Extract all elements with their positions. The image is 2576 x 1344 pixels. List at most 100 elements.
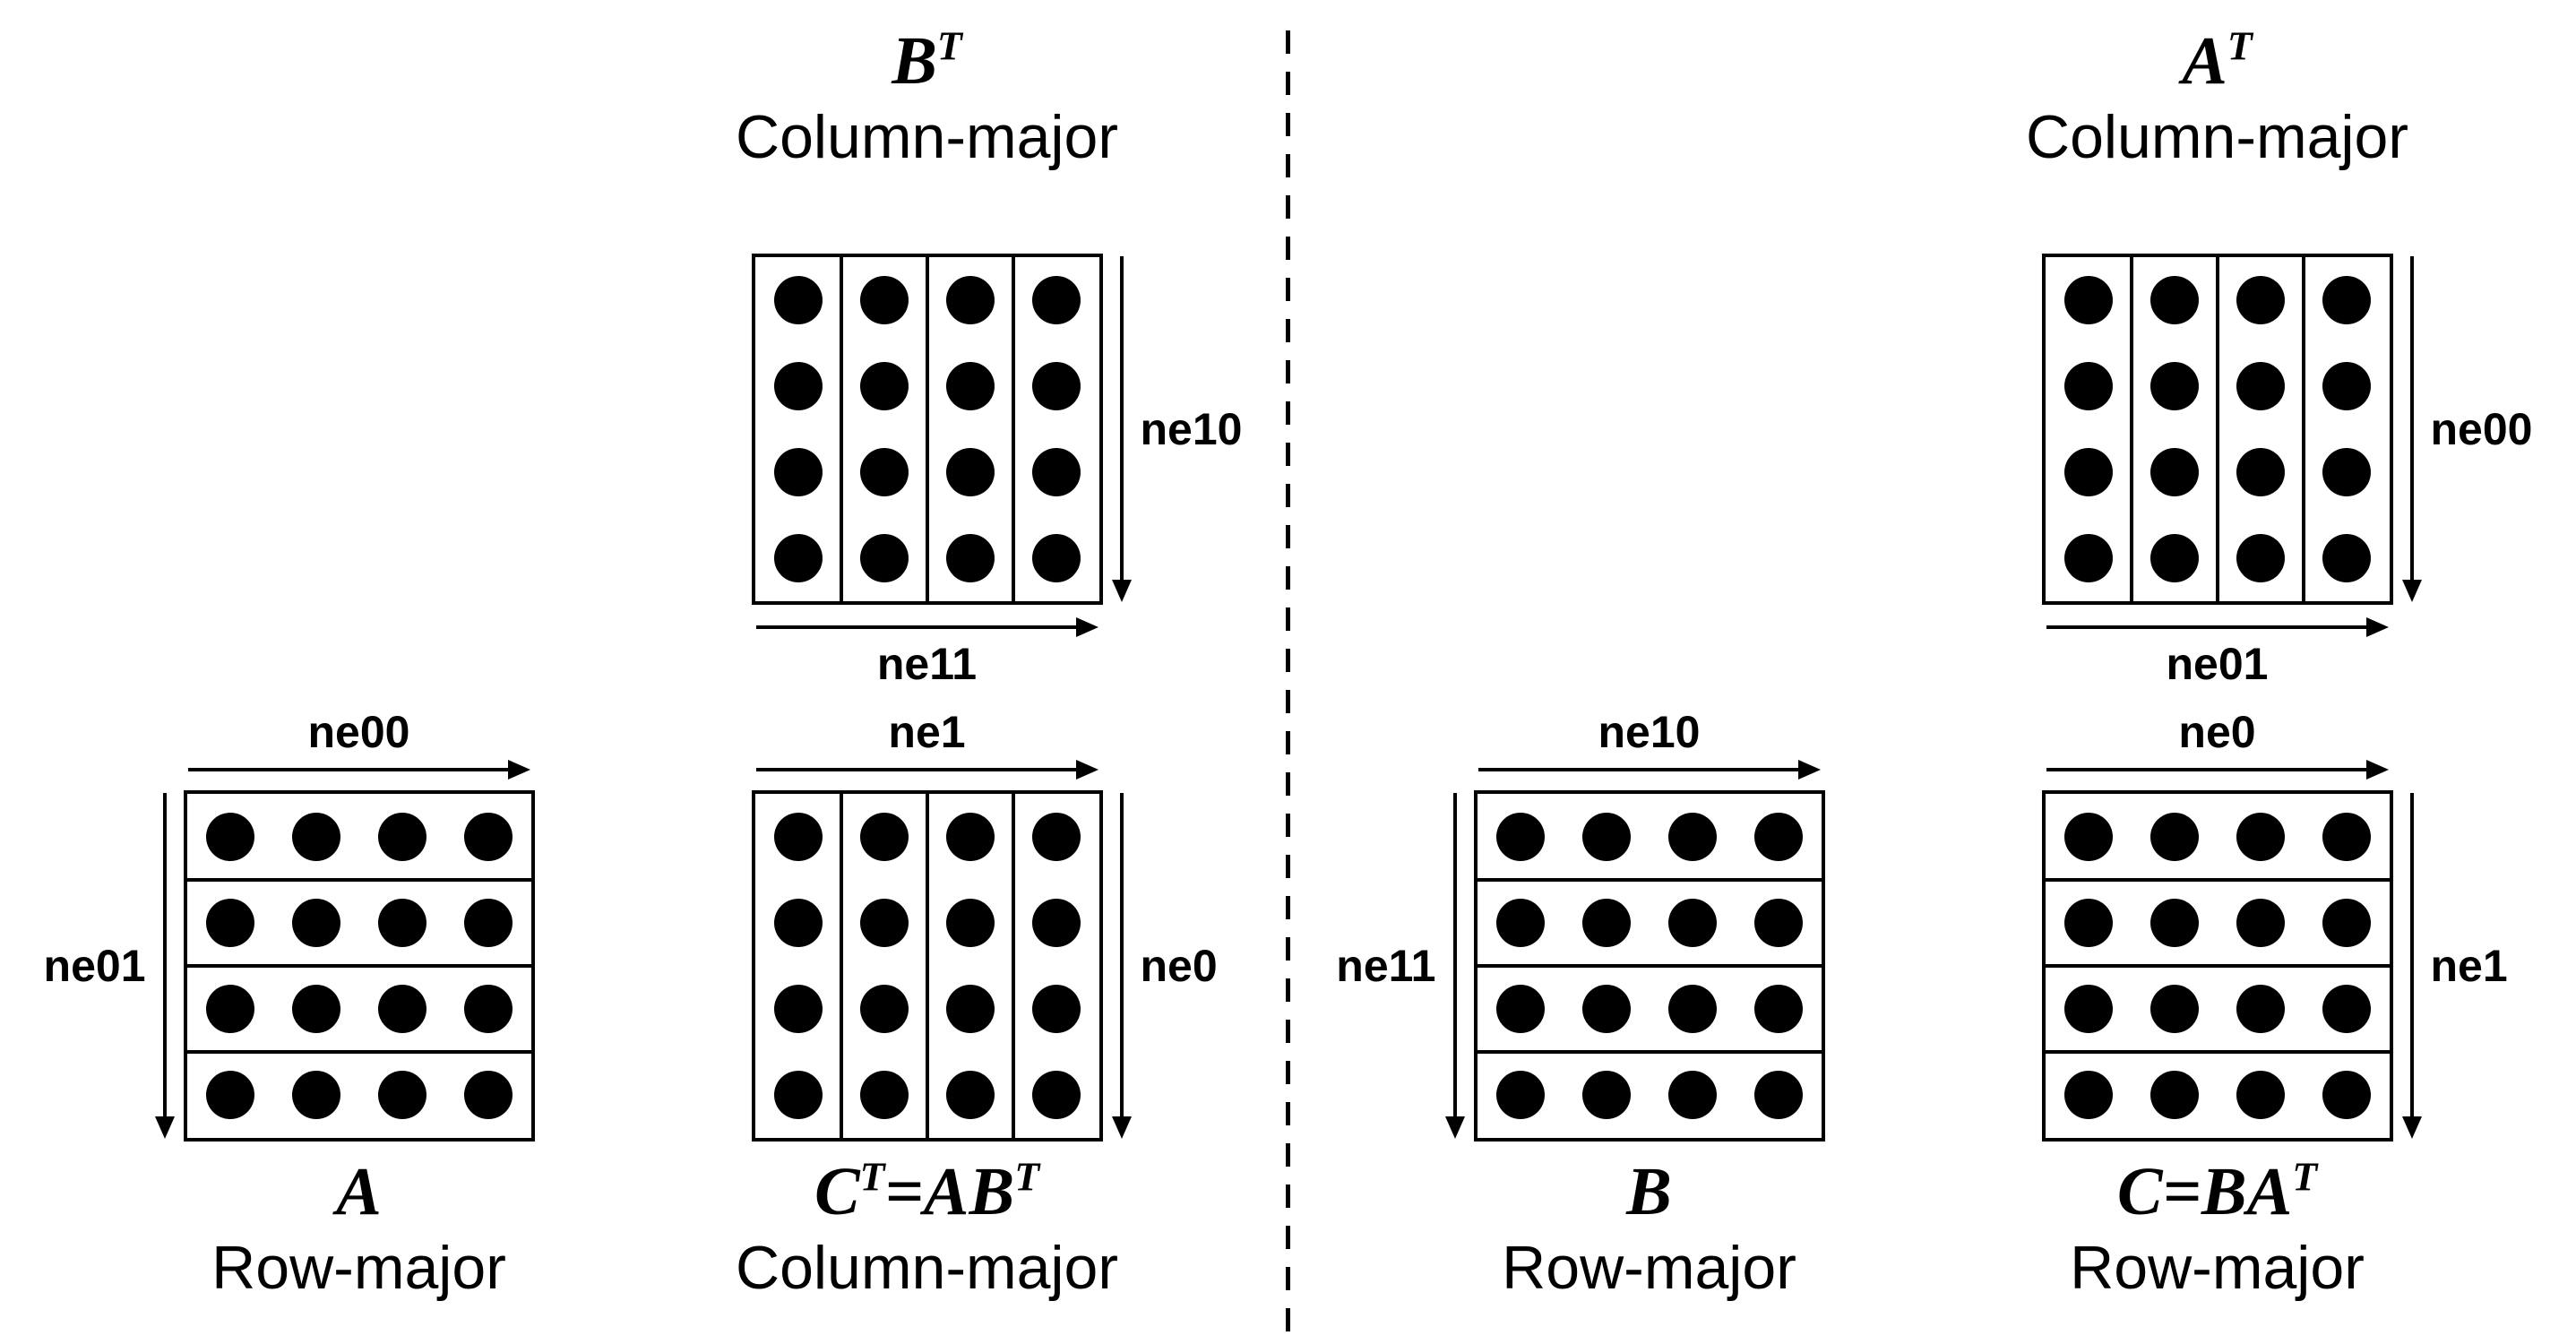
- matrix-dot: [2236, 1070, 2285, 1119]
- dim-label-ne01: ne01: [2166, 638, 2269, 689]
- matrix-dot: [945, 361, 995, 410]
- dot-cell: [2132, 515, 2218, 601]
- dot-cell: [927, 880, 1013, 966]
- dot-cell: [1650, 794, 1736, 880]
- arrow-down-icon: [1444, 792, 1465, 1139]
- dot-cell: [841, 794, 927, 880]
- dot-cell: [359, 1052, 445, 1138]
- dot-cell: [1013, 880, 1099, 966]
- dot-cell: [2046, 1052, 2132, 1138]
- matrix-dot: [2150, 812, 2199, 861]
- dot-grid: [187, 794, 531, 1138]
- matrix-dot: [773, 533, 823, 582]
- matrix-dot: [205, 812, 254, 861]
- dot-cell: [187, 1052, 273, 1138]
- matrix-dot: [1753, 898, 1803, 947]
- arrow-shaft: [1119, 792, 1124, 1116]
- matrix-dot: [773, 898, 823, 947]
- matrix-dot: [1031, 275, 1081, 324]
- matrix-dot: [859, 984, 909, 1033]
- dot-cell: [841, 429, 927, 515]
- matrix-dot: [2322, 898, 2371, 947]
- arrow-right-icon: [2046, 759, 2389, 780]
- matrix-dot: [205, 984, 254, 1033]
- row-divider: [2045, 1049, 2390, 1054]
- math-segment: =AB: [884, 1153, 1015, 1229]
- matrix-dot: [859, 1070, 909, 1119]
- storage-label: Column-major: [736, 1233, 1118, 1302]
- matrix-dot: [1495, 898, 1545, 947]
- row-divider: [186, 963, 531, 968]
- right-arrow-area: ne00: [2393, 254, 2532, 605]
- right-arrow-area: [1825, 790, 1926, 1142]
- dot-cell: [927, 794, 1013, 880]
- dot-cell: [2046, 880, 2132, 966]
- matrix-dot: [1031, 447, 1081, 496]
- matrix-dot: [2236, 984, 2285, 1033]
- arrow-down-icon: [154, 792, 175, 1139]
- matrix-dot: [2063, 447, 2113, 496]
- storage-label: Row-major: [2070, 1233, 2365, 1302]
- matrix-dot: [945, 447, 995, 496]
- matrix-dot: [2063, 275, 2113, 324]
- dot-cell: [2218, 515, 2304, 601]
- matrix-dot: [1667, 898, 1717, 947]
- dot-cell: [445, 794, 531, 880]
- right-arrow-area: [535, 790, 635, 1142]
- dim-arrow-ne10: ne10: [1111, 254, 1243, 605]
- dot-cell: [445, 966, 531, 1052]
- matrix-dot: [2322, 447, 2371, 496]
- matrix-dot: [2236, 898, 2285, 947]
- row-divider: [186, 1049, 531, 1054]
- dim-arrow-ne0: ne0: [2046, 709, 2389, 780]
- dot-cell: [359, 794, 445, 880]
- dim-label-ne10: ne10: [1140, 403, 1243, 454]
- matrix-box: [2041, 253, 2393, 605]
- math-label: A: [211, 1158, 506, 1226]
- math-segment: C: [814, 1153, 860, 1229]
- math-segment: B: [892, 23, 937, 99]
- dot-cell: [927, 966, 1013, 1052]
- dot-cell: [1736, 966, 1822, 1052]
- matrix-dot: [1753, 1070, 1803, 1119]
- matrix-dot: [773, 275, 823, 324]
- dot-grid: [755, 257, 1099, 601]
- dot-cell: [2046, 257, 2132, 343]
- matrix-dot: [2236, 361, 2285, 410]
- matrix-dot: [1667, 812, 1717, 861]
- matrix-dot: [2063, 812, 2113, 861]
- column-divider: [2215, 256, 2219, 601]
- dot-cell: [2132, 429, 2218, 515]
- math-superscript: T: [1014, 1153, 1040, 1200]
- matrix-dot: [291, 1070, 340, 1119]
- dot-cell: [2218, 966, 2304, 1052]
- storage-label: Column-major: [2026, 103, 2408, 171]
- left-arrow-area: ne11: [1336, 790, 1474, 1142]
- matrix-dot: [463, 984, 513, 1033]
- dot-cell: [1478, 966, 1564, 1052]
- matrix-dot: [859, 361, 909, 410]
- dot-cell: [2132, 880, 2218, 966]
- arrow-head: [1111, 1116, 1132, 1139]
- matrix-dot: [945, 984, 995, 1033]
- dot-cell: [273, 1052, 359, 1138]
- column-divider: [2129, 256, 2133, 601]
- dim-label-ne11: ne11: [1336, 940, 1436, 991]
- arrow-head: [154, 1116, 175, 1139]
- arrow-down-icon: [2401, 792, 2422, 1139]
- dot-cell: [1564, 880, 1650, 966]
- arrow-head: [1111, 579, 1132, 602]
- storage-label: Column-major: [736, 103, 1118, 171]
- row-divider: [1477, 877, 1822, 882]
- arrow-shaft: [1119, 255, 1124, 580]
